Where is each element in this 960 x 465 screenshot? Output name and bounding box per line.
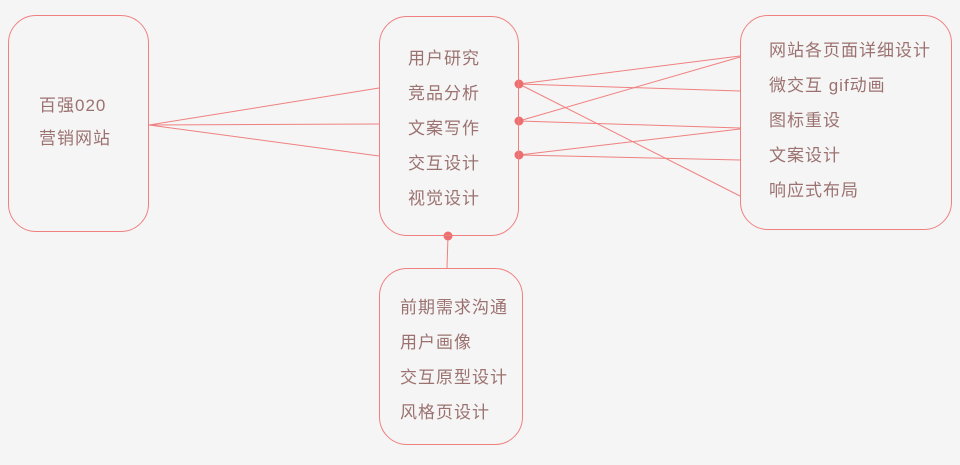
connector-line — [518, 83, 741, 92]
connector-line — [518, 154, 741, 161]
connector-line — [518, 120, 741, 129]
node-prework-text: 前期需求沟通 用户画像 交互原型设计 风格页设计 — [380, 269, 522, 430]
node-process-text: 用户研究 竞品分析 文案写作 交互设计 视觉设计 — [380, 17, 518, 216]
output-item-page-design: 网站各页面详细设计 — [769, 41, 931, 60]
connector-line — [446, 235, 449, 269]
connector-line — [148, 87, 380, 126]
project-title-line-2: 营销网站 — [39, 129, 111, 148]
project-title-line-1: 百强020 — [39, 96, 107, 115]
prework-item-interaction-prototype: 交互原型设计 — [400, 368, 508, 387]
connector-line — [148, 123, 380, 126]
connector-line — [518, 83, 741, 197]
process-item-competitor-analysis: 竞品分析 — [408, 84, 480, 103]
output-item-responsive-layout: 响应式布局 — [769, 181, 859, 200]
node-output: 网站各页面详细设计 微交互 gif动画 图标重设 文案设计 响应式布局 — [740, 15, 952, 230]
prework-item-user-persona: 用户画像 — [400, 333, 472, 352]
node-output-text: 网站各页面详细设计 微交互 gif动画 图标重设 文案设计 响应式布局 — [741, 16, 951, 208]
connector-line — [148, 124, 380, 157]
prework-item-requirement-communication: 前期需求沟通 — [400, 298, 508, 317]
process-item-interaction-design: 交互设计 — [408, 154, 480, 173]
process-item-visual-design: 视觉设计 — [408, 189, 480, 208]
process-item-copywriting: 文案写作 — [408, 119, 480, 138]
connector-line — [518, 128, 741, 156]
node-prework: 前期需求沟通 用户画像 交互原型设计 风格页设计 — [379, 268, 523, 445]
connector-line — [518, 56, 741, 122]
connector-line — [518, 55, 741, 85]
output-item-icon-redesign: 图标重设 — [769, 111, 841, 130]
output-item-micro-interaction-gif: 微交互 gif动画 — [769, 76, 886, 95]
node-project: 百强020 营销网站 — [8, 15, 149, 232]
process-item-user-research: 用户研究 — [408, 49, 480, 68]
node-project-text: 百强020 营销网站 — [9, 16, 148, 155]
output-item-copy-design: 文案设计 — [769, 146, 841, 165]
prework-item-style-page-design: 风格页设计 — [400, 403, 490, 422]
node-process: 用户研究 竞品分析 文案写作 交互设计 视觉设计 — [379, 16, 519, 236]
